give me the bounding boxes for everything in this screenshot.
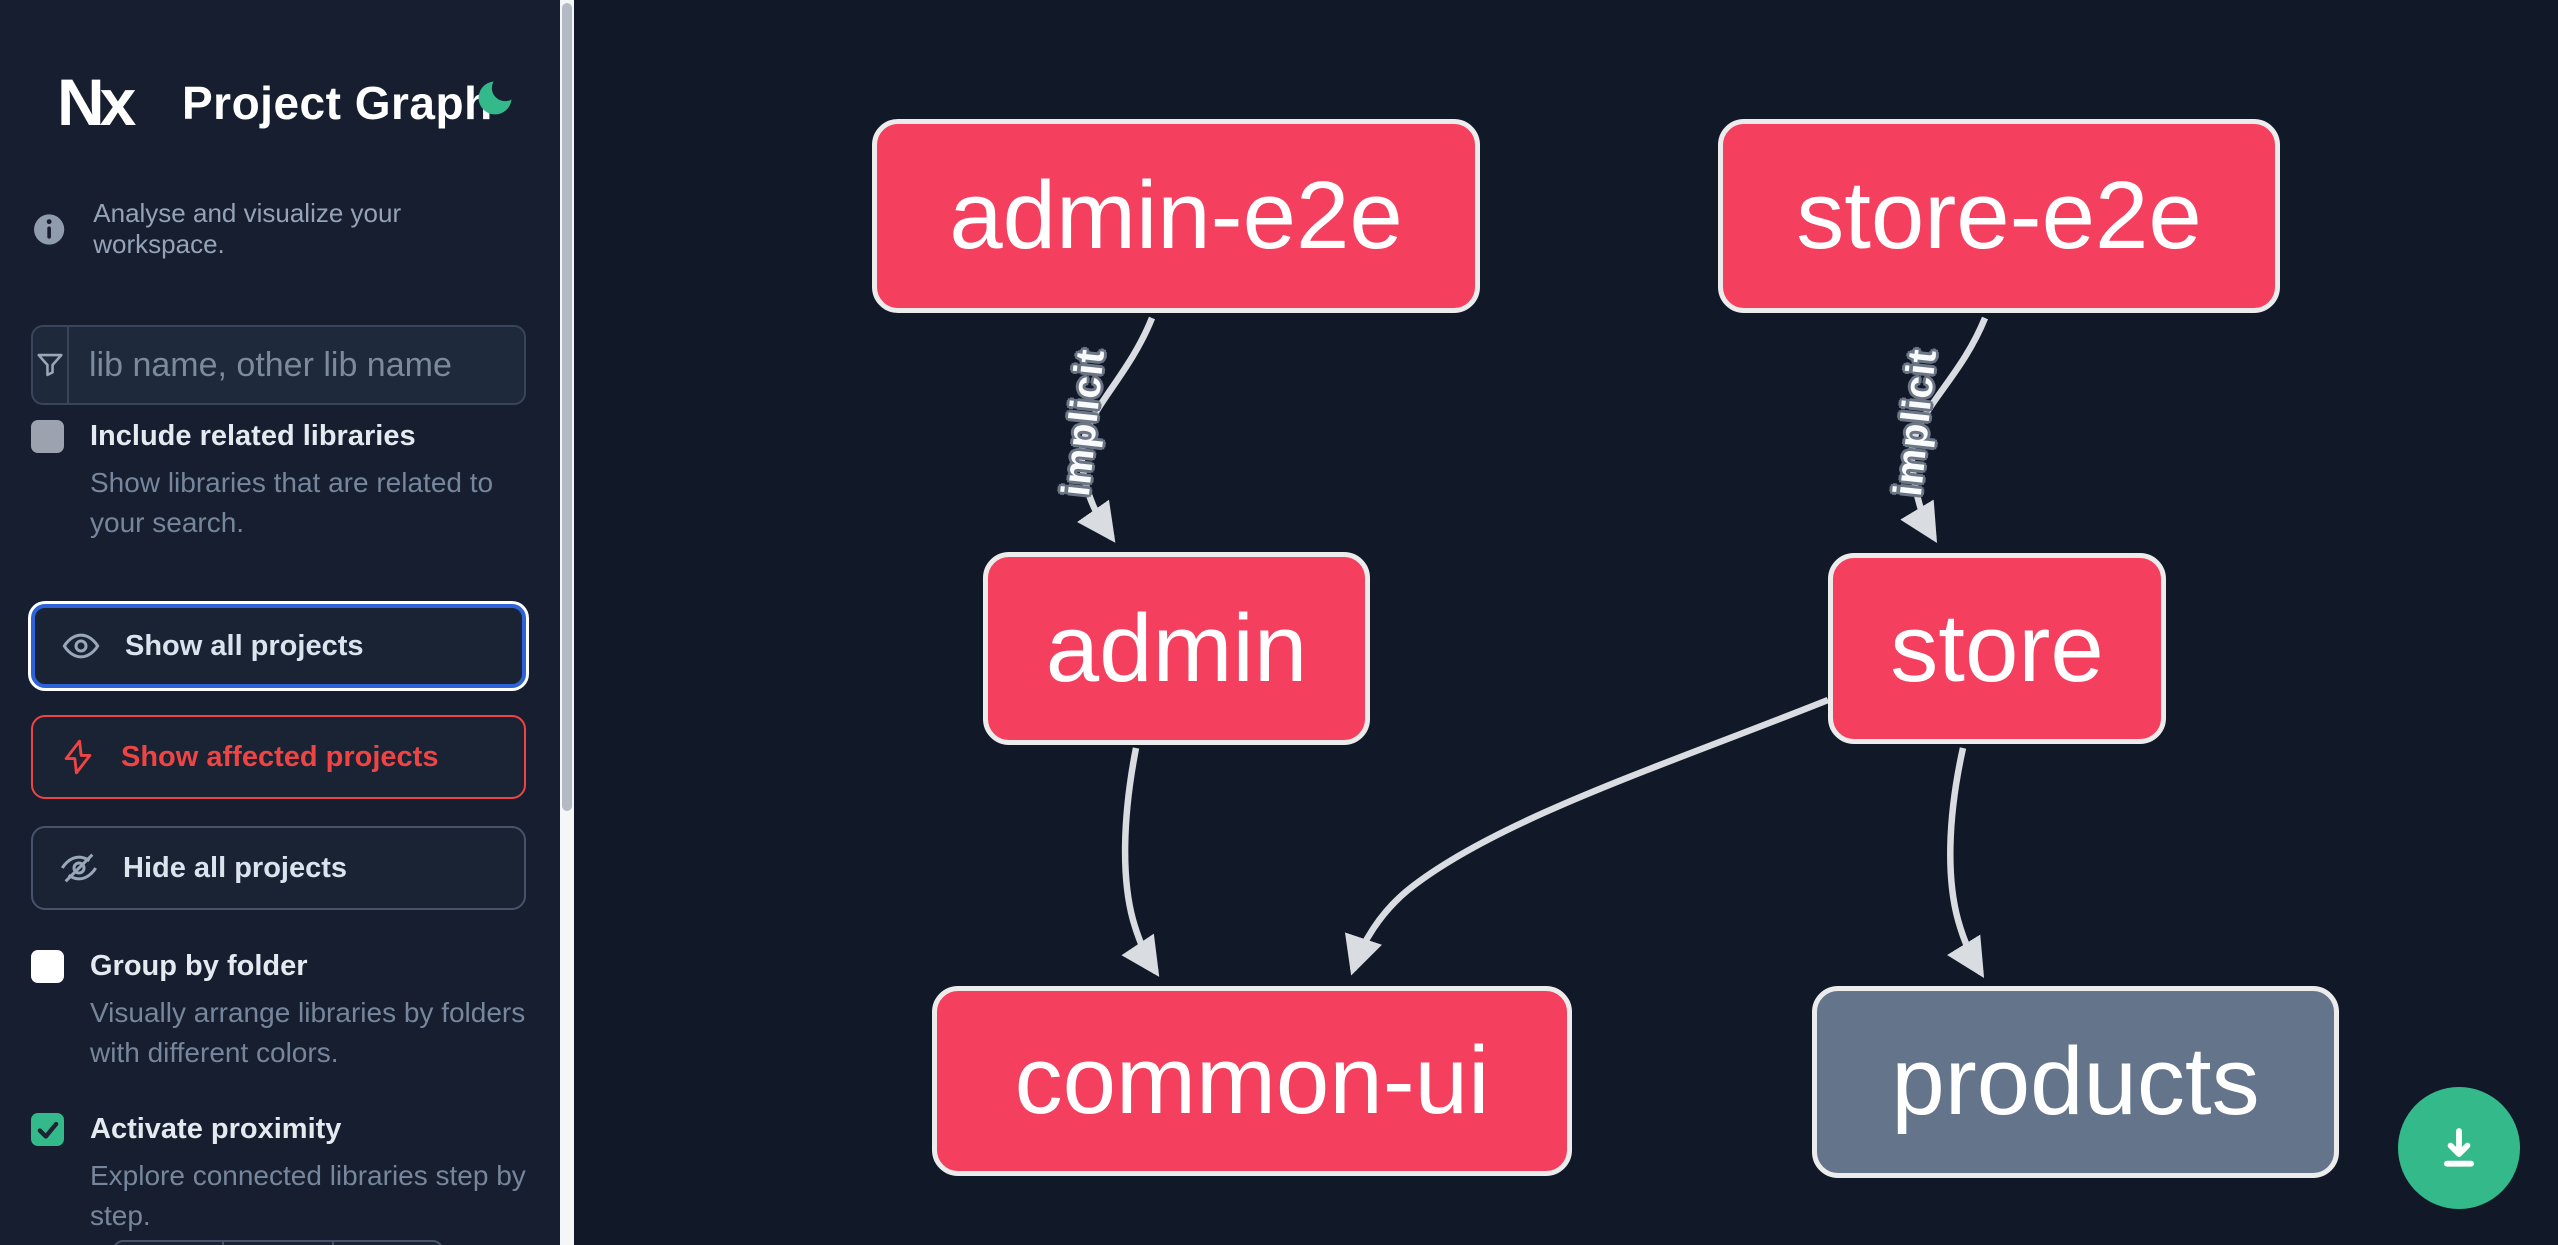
sidebar: Nx Project Graph Analyse and visualize y…	[0, 0, 560, 1245]
info-icon	[34, 213, 65, 245]
eye-icon	[62, 633, 100, 659]
group-by-folder-checkbox[interactable]	[31, 950, 64, 983]
show-all-projects-button[interactable]: Show all projects	[31, 604, 526, 688]
option-group-by-folder[interactable]: Group by folder Visually arrange librari…	[31, 948, 531, 1073]
scrollbar-thumb[interactable]	[562, 3, 572, 811]
search-box	[31, 325, 552, 405]
search-input[interactable]	[69, 327, 552, 403]
show-affected-projects-button[interactable]: Show affected projects	[31, 715, 526, 799]
info-text: Analyse and visualize your workspace.	[93, 198, 402, 259]
activate-proximity-checkbox[interactable]	[31, 1113, 64, 1146]
hide-all-projects-button[interactable]: Hide all projects	[31, 826, 526, 910]
node-common-ui[interactable]: common-ui	[932, 986, 1572, 1176]
edge-admin-common-ui	[1121, 747, 1160, 977]
edge-store-common-ui	[1344, 696, 1830, 976]
node-store-e2e[interactable]: store-e2e	[1718, 119, 2280, 313]
activate-proximity-description: Explore connected libraries step by step…	[90, 1160, 526, 1231]
node-admin[interactable]: admin	[983, 552, 1370, 745]
filter-icon	[33, 327, 69, 403]
page-title: Project Graph	[182, 77, 493, 129]
hide-all-projects-label: Hide all projects	[123, 851, 348, 884]
sidebar-header: Nx Project Graph	[57, 62, 527, 142]
bolt-icon	[64, 739, 92, 775]
stepper-value	[224, 1242, 334, 1245]
option-include-related[interactable]: Include related libraries Show libraries…	[31, 418, 531, 543]
node-products[interactable]: products	[1812, 986, 2339, 1178]
include-related-label: Include related libraries	[90, 420, 416, 452]
edge-store-e2e-store	[1900, 316, 1989, 544]
include-related-description: Show libraries that are related to your …	[90, 467, 494, 538]
activate-proximity-label: Activate proximity	[90, 1113, 342, 1145]
stepper-decrement[interactable]	[115, 1242, 225, 1245]
workspace-info: Analyse and visualize your workspace.	[31, 198, 531, 260]
check-icon	[37, 1121, 58, 1139]
nx-logo: Nx	[57, 65, 136, 139]
node-store[interactable]: store	[1828, 553, 2166, 744]
theme-toggle[interactable]	[473, 76, 517, 120]
option-activate-proximity[interactable]: Activate proximity Explore connected lib…	[31, 1111, 531, 1236]
include-related-checkbox[interactable]	[31, 420, 64, 453]
edge-admin-e2e-admin	[1077, 316, 1156, 543]
sidebar-scrollbar[interactable]	[560, 0, 574, 1245]
download-graph-button[interactable]	[2398, 1087, 2520, 1209]
show-affected-projects-label: Show affected projects	[121, 740, 439, 773]
eye-off-icon	[61, 853, 97, 883]
moon-icon	[478, 81, 512, 115]
show-all-projects-label: Show all projects	[125, 629, 364, 662]
download-icon	[2444, 1128, 2474, 1167]
node-admin-e2e[interactable]: admin-e2e	[872, 119, 1480, 313]
edge-store-products	[1947, 747, 1985, 978]
group-by-folder-label: Group by folder	[90, 950, 308, 982]
group-by-folder-description: Visually arrange libraries by folders wi…	[90, 997, 526, 1068]
